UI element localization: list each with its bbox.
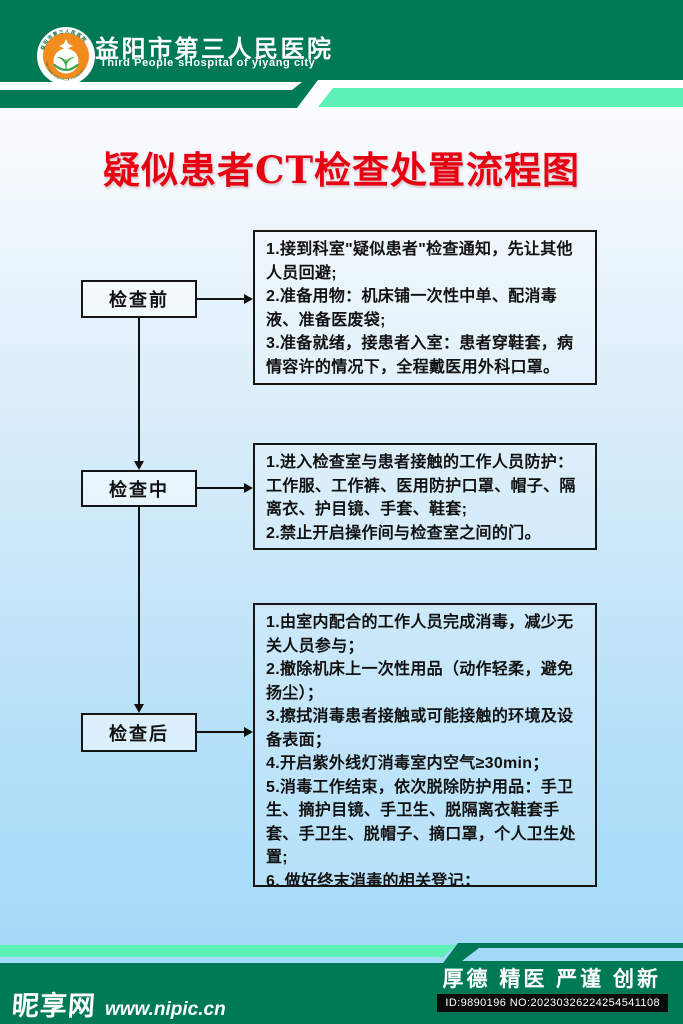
watermark-site-url: www.nipic.cn [105,999,226,1020]
details-box-before-exam: 1.接到科室"疑似患者"检查通知，先让其他人员回避; 2.准备用物：机床铺一次性… [253,230,597,385]
details-box-after-exam: 1.由室内配合的工作人员完成消毒，减少无关人员参与； 2.撤除机床上一次性用品（… [253,603,597,887]
footer-mint-stripe [0,945,456,957]
detail-item: 3.擦拭消毒患者接触或可能接触的环境及设备表面； [266,708,574,749]
flow-node-after-exam: 检查后 [81,713,197,752]
connector-line-down-2 [138,507,140,704]
connector-line-right-3 [197,731,245,733]
detail-item: 4.开启紫外线灯消毒室内空气≥30min； [266,755,549,772]
arrow-right-icon [244,294,253,304]
hospital-motto: 厚德 精医 严谨 创新 [442,968,661,991]
detail-item: 6. 做好终末消毒的相关登记； [266,872,481,887]
connector-line-down-1 [138,318,140,461]
header-mint-stripe [318,88,683,107]
hospital-emblem-icon: 益阳市第三人民医院 THE THIRD HOSPITAL OF YIYANG C… [37,27,95,85]
page-title: 疑似患者CT检查处置流程图 [103,148,580,192]
connector-line-right-2 [197,487,245,489]
connector-line-right-1 [197,298,245,300]
detail-item: 2.准备用物：机床铺一次性中单、配消毒液、准备医废袋; [266,288,558,329]
arrow-down-icon [134,461,144,470]
stock-id-badge: ID:9890196 NO:20230326224254541108 [437,994,668,1012]
hospital-name: 益阳市第三人民医院 [95,36,334,63]
detail-item: 1.由室内配合的工作人员完成消毒，减少无关人员参与； [266,614,574,655]
arrow-down-icon [134,704,144,713]
header-white-stripe [0,82,302,90]
detail-item: 3.准备就绪，接患者入室：患者穿鞋套，病情容许的情况下，全程戴医用外科口罩。 [266,335,574,376]
detail-item: 1.进入检查室与患者接触的工作人员防护：工作服、工作裤、医用防护口罩、帽子、隔离… [266,454,576,518]
flow-node-label: 检查中 [109,479,169,500]
hospital-subtitle: Third People`sHospital of yiyang city [100,57,316,69]
watermark: 昵享网 www.nipic.cn [10,984,226,1023]
header-green-band [0,0,683,80]
flow-node-during-exam: 检查中 [81,470,197,507]
detail-item: 1.接到科室"疑似患者"检查通知，先让其他人员回避; [266,241,573,282]
watermark-site-name: 昵享网 [10,991,97,1021]
details-box-during-exam: 1.进入检查室与患者接触的工作人员防护：工作服、工作裤、医用防护口罩、帽子、隔离… [253,443,597,550]
flow-node-label: 检查后 [109,723,169,744]
detail-item: 5.消毒工作结束，依次脱除防护用品：手卫生、摘护目镜、手卫生、脱隔离衣鞋套手套、… [266,778,576,867]
detail-item: 2.禁止开启操作间与检查室之间的门。 [266,524,541,542]
flow-node-before-exam: 检查前 [81,280,197,318]
arrow-right-icon [244,727,253,737]
footer-blue-stripe [462,948,683,961]
detail-item: 2.撤除机床上一次性用品（动作轻柔，避免扬尘）； [266,661,574,702]
flow-node-label: 检查前 [109,290,169,310]
arrow-right-icon [244,483,253,493]
